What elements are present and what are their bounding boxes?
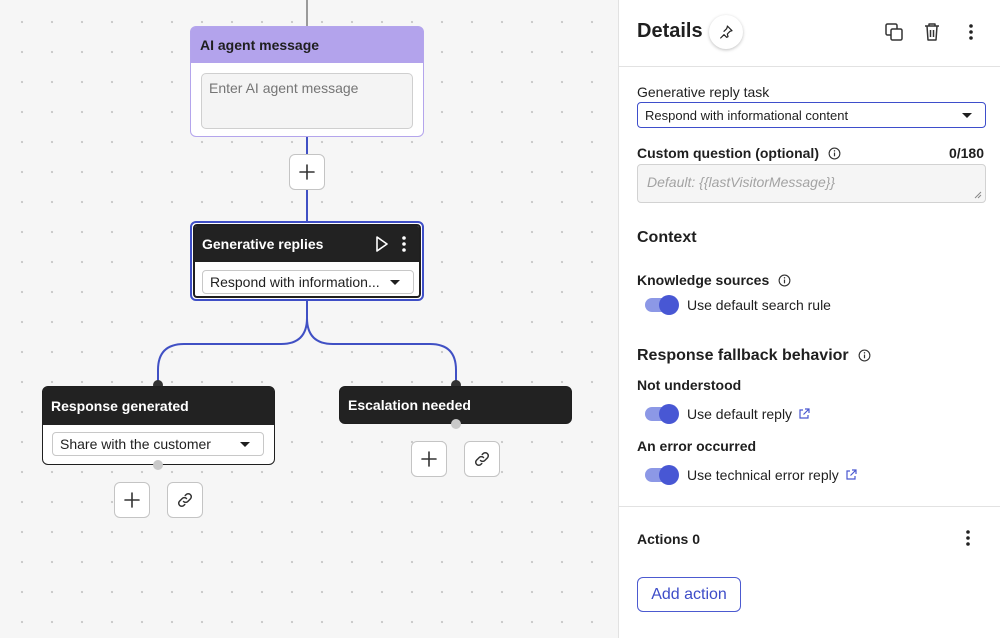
generative-task-select[interactable]: Respond with information... [202,270,414,294]
resize-grip-icon[interactable] [974,191,982,199]
custom-question-label-row: Custom question (optional) [637,145,841,161]
plus-icon [421,451,437,467]
default-reply-row: Use default reply [645,404,810,424]
response-generated-node[interactable]: Response generated Share with the custom… [42,386,275,465]
pin-icon [720,25,733,39]
details-header: Details [619,0,1000,67]
custom-question-input[interactable]: Default: {{lastVisitorMessage}} [637,164,986,203]
output-port[interactable] [153,460,163,470]
knowledge-sources-label-row: Knowledge sources [637,272,791,288]
generative-task-value: Respond with information... [210,274,380,290]
technical-error-reply-toggle[interactable] [645,465,679,485]
add-step-button[interactable] [289,154,325,190]
generative-replies-node[interactable]: Generative replies Respond with informat… [190,221,424,301]
default-search-rule-toggle[interactable] [645,295,679,315]
play-icon[interactable] [371,233,393,255]
chevron-down-icon [240,442,250,447]
actions-label: Actions 0 [637,531,701,547]
link-icon [177,492,193,508]
not-understood-label: Not understood [637,377,742,393]
details-panel: Details Generative reply task Respond wi… [618,0,1000,638]
output-port[interactable] [451,419,461,429]
custom-question-placeholder: Default: {{lastVisitorMessage}} [647,174,836,190]
chevron-down-icon [962,113,972,118]
more-options-button[interactable] [959,20,983,44]
context-title: Context [637,229,697,246]
ai-agent-message-input[interactable] [201,73,413,129]
generative-reply-task-select[interactable]: Respond with informational content [637,102,986,128]
default-search-rule-label: Use default search rule [687,297,831,313]
escalation-needed-title: Escalation needed [348,397,471,413]
default-reply-label: Use default reply [687,406,793,422]
kebab-icon [969,24,973,40]
link-step-button[interactable] [167,482,203,518]
ai-agent-message-title: AI agent message [191,27,423,63]
duplicate-icon [885,23,903,41]
ai-agent-message-node[interactable]: AI agent message [190,26,424,137]
flow-canvas[interactable]: AI agent message Generative replies Resp… [0,0,618,638]
chevron-down-icon [390,280,400,285]
duplicate-button[interactable] [882,20,906,44]
escalation-needed-node[interactable]: Escalation needed [339,386,572,424]
external-link-icon[interactable] [798,408,810,420]
add-action-button[interactable]: Add action [637,577,741,612]
character-counter: 0/180 [948,145,984,161]
external-link-icon[interactable] [845,469,857,481]
trash-icon [925,23,939,41]
default-search-rule-row: Use default search rule [645,295,831,315]
link-step-button[interactable] [464,441,500,477]
input-port[interactable] [451,380,461,390]
delete-button[interactable] [920,20,944,44]
knowledge-sources-label: Knowledge sources [637,272,770,288]
plus-icon [299,164,315,180]
technical-error-reply-row: Use technical error reply [645,465,857,485]
add-step-button[interactable] [114,482,150,518]
default-reply-toggle[interactable] [645,404,679,424]
panel-title: Details [637,20,703,42]
info-icon[interactable] [858,349,871,362]
pin-button[interactable] [709,15,743,49]
generative-reply-task-value: Respond with informational content [645,107,849,123]
generative-task-label: Generative reply task [637,84,770,100]
connector-lines [157,0,457,386]
link-icon [474,451,490,467]
generative-replies-title: Generative replies [202,236,324,252]
custom-question-label: Custom question (optional) [637,145,819,161]
fallback-title: Response fallback behavior [637,347,849,364]
response-action-value: Share with the customer [60,436,211,452]
technical-error-reply-label: Use technical error reply [687,467,839,483]
input-port[interactable] [153,380,163,390]
node-menu-icon[interactable] [393,233,415,255]
response-generated-title: Response generated [43,387,274,425]
info-icon[interactable] [778,274,791,287]
section-divider [619,506,1000,507]
fallback-title-row: Response fallback behavior [637,347,871,365]
error-occurred-label: An error occurred [637,438,757,454]
kebab-icon [966,530,970,546]
response-action-select[interactable]: Share with the customer [52,432,264,456]
actions-menu-button[interactable] [958,528,978,548]
info-icon[interactable] [828,147,841,160]
add-step-button[interactable] [411,441,447,477]
plus-icon [124,492,140,508]
